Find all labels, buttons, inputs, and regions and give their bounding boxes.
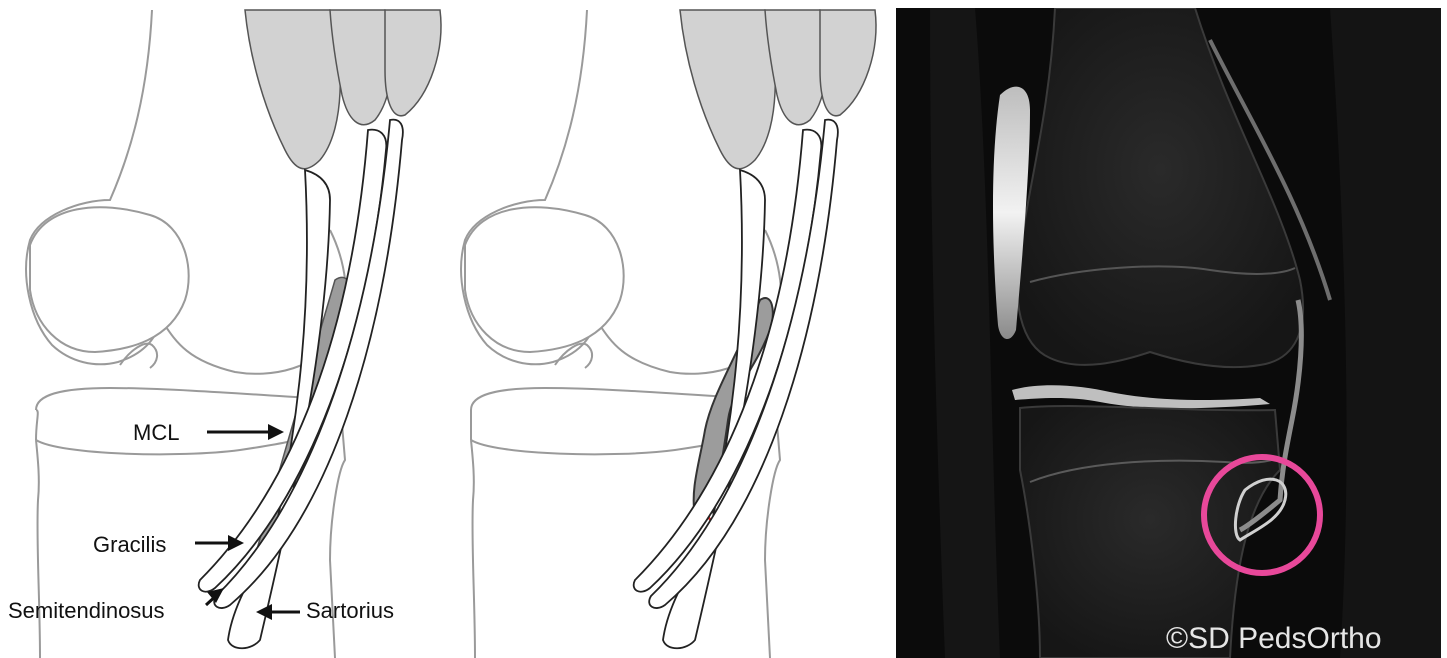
- watermark: ©SD PedsOrtho: [1166, 622, 1382, 655]
- semitendinosus-muscle-2: [820, 10, 876, 116]
- arrowhead-mcl: [268, 424, 284, 440]
- mri-coronal-knee: ©SD PedsOrtho: [896, 8, 1441, 658]
- label-mcl: MCL: [133, 420, 179, 445]
- label-gracilis: Gracilis: [93, 532, 166, 557]
- label-semitendinosus: Semitendinosus: [8, 598, 165, 623]
- sartorius-muscle: [245, 10, 340, 169]
- avulsion-diagram: [461, 10, 876, 658]
- medial-condyle-outline: [30, 207, 189, 352]
- label-sartorius: Sartorius: [306, 598, 394, 623]
- soft-tissue-right: [1330, 8, 1441, 658]
- normal-anatomy-diagram: MCL Gracilis Semitendinosus Sartorius: [8, 10, 441, 658]
- semitendinosus-muscle: [385, 10, 441, 116]
- sartorius-muscle-2: [680, 10, 775, 169]
- medial-condyle-outline-2: [465, 207, 624, 352]
